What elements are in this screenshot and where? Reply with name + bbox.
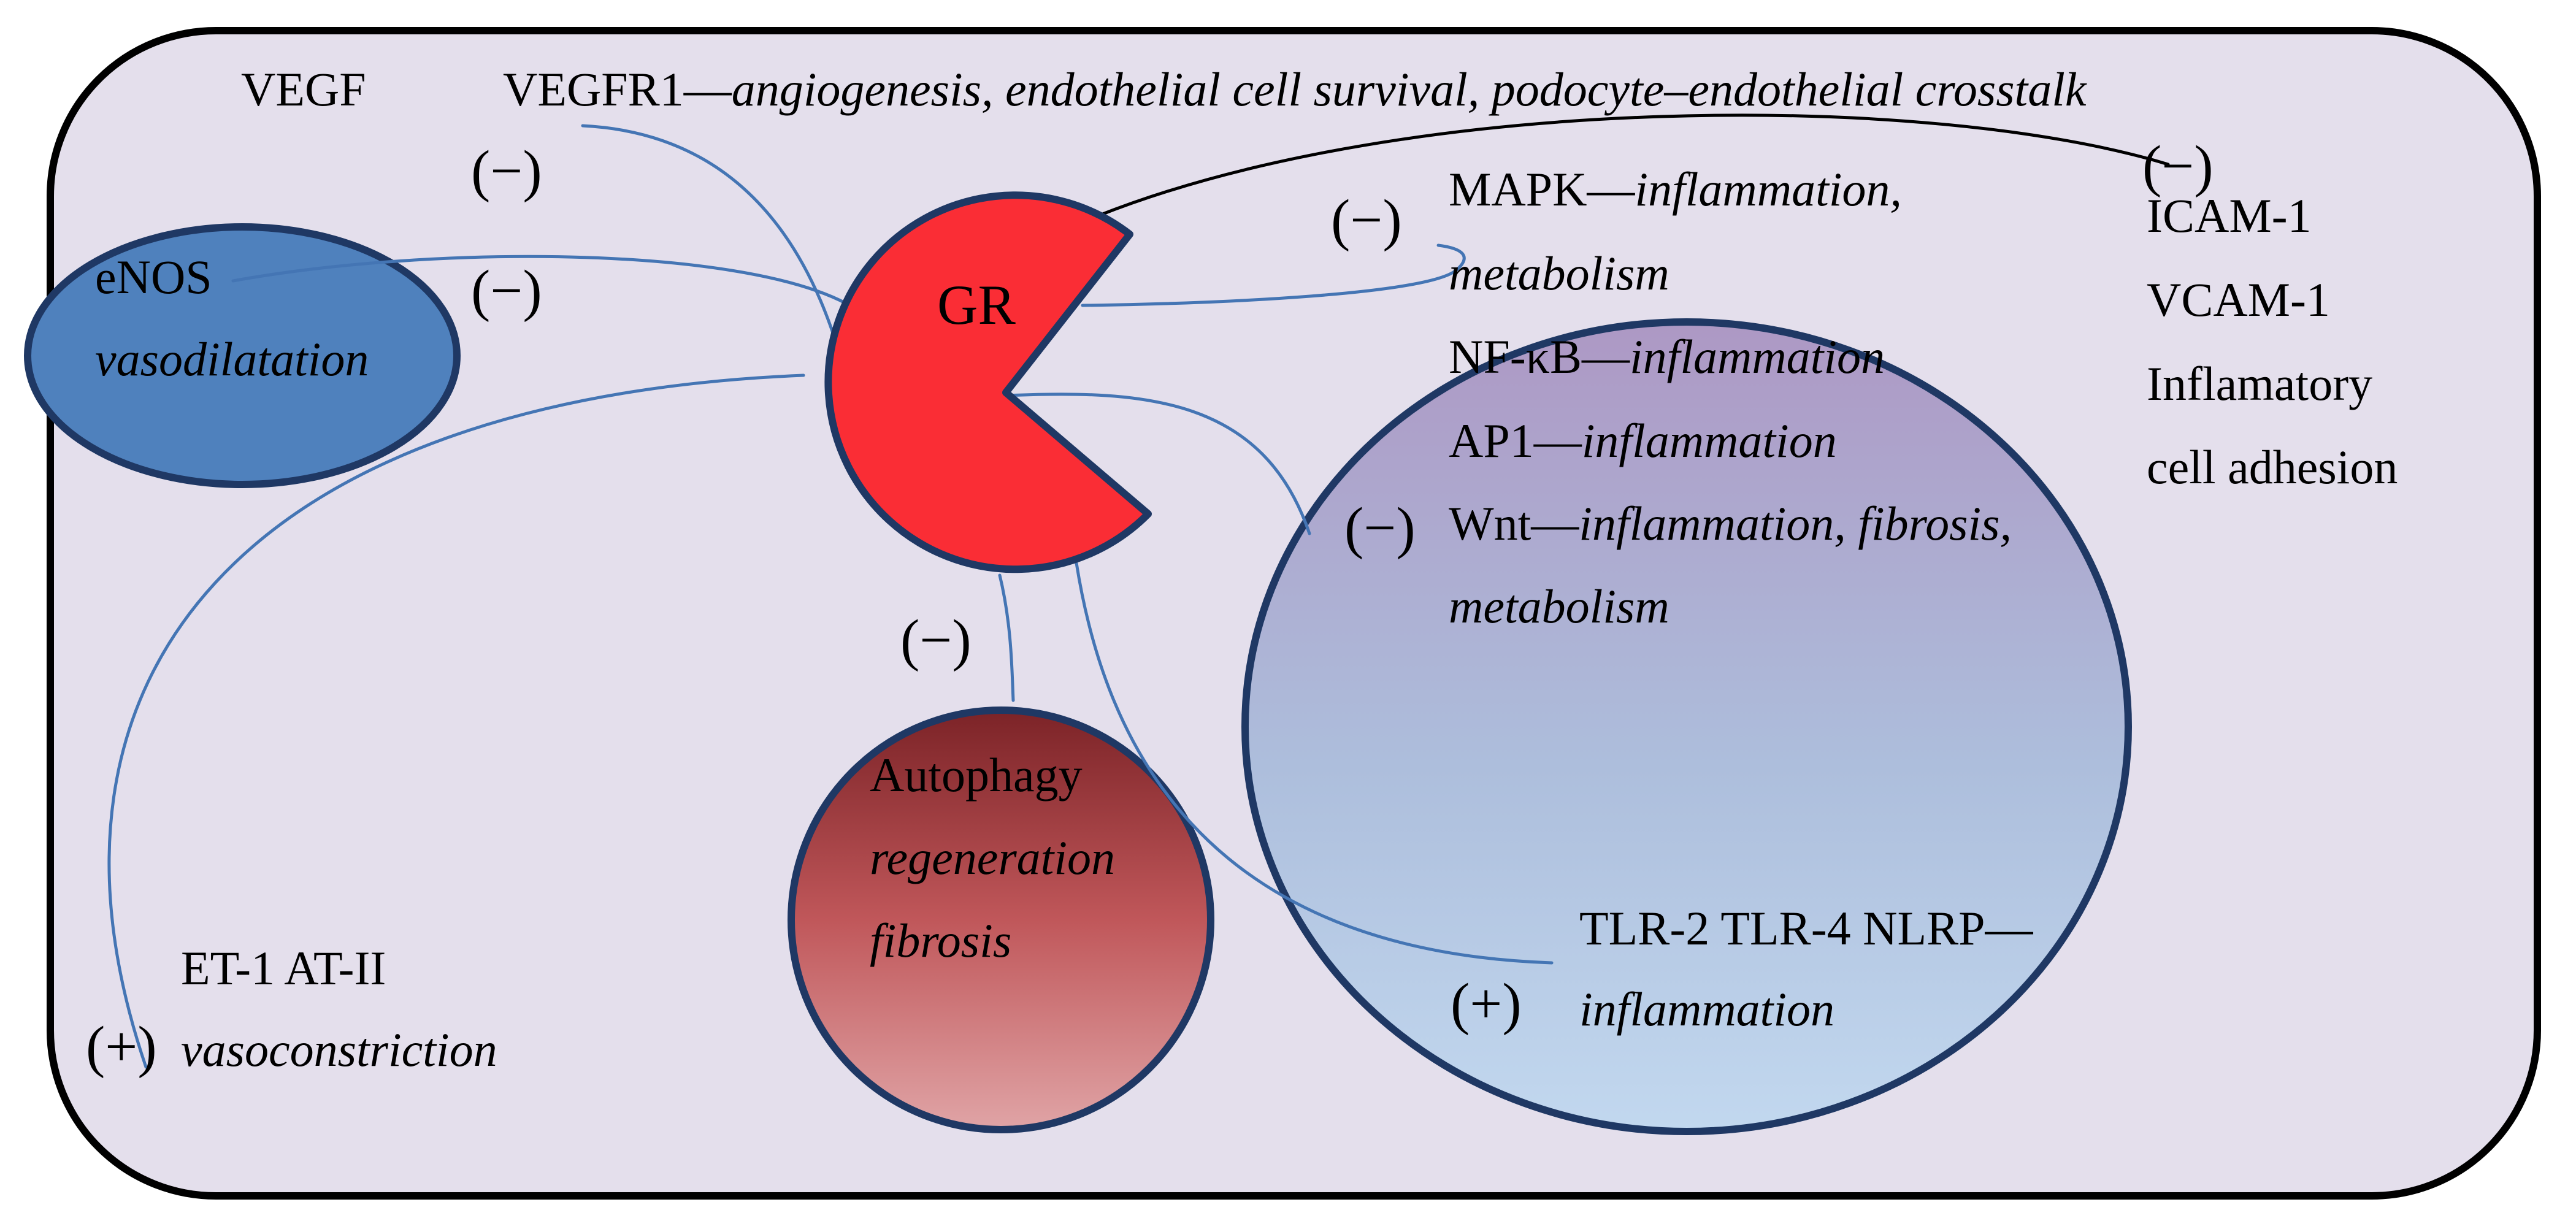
pathway-mapk-effect: inflammation, xyxy=(1635,163,1902,216)
pathway-ap1-effect: inflammation xyxy=(1582,414,1837,467)
sign-positive-tlr: (+) xyxy=(1451,972,1522,1036)
sign-positive-vasoconstriction: (+) xyxy=(86,1015,157,1079)
autophagy-circle xyxy=(788,706,1214,1133)
pathway-mapk-effect2: metabolism xyxy=(1449,247,1669,300)
cell-adhesion-label: cell adhesion xyxy=(2147,440,2398,494)
autophagy-label: Autophagy xyxy=(870,748,1083,802)
sign-negative-icam: (−) xyxy=(2142,134,2214,198)
enos-label: eNOS xyxy=(95,250,212,304)
autophagy-effect-fibrosis: fibrosis xyxy=(870,914,1011,967)
sign-negative-mapk: (−) xyxy=(1331,188,1402,252)
pathway-wnt-name: Wnt— xyxy=(1449,497,1579,550)
tlr-effect: inflammation xyxy=(1579,982,1834,1036)
link-vasoconstriction xyxy=(107,373,805,1069)
link-mapk xyxy=(1081,243,1466,307)
sign-negative-enos: (−) xyxy=(471,259,542,323)
sign-negative-autophagy: (−) xyxy=(900,608,972,672)
pathway-nfkb-name: NF-κB— xyxy=(1449,330,1630,383)
vasoconstriction-effect: vasoconstriction xyxy=(181,1023,497,1076)
autophagy-effect-regeneration: regeneration xyxy=(870,831,1115,884)
pathway-ap1: AP1—inflammation xyxy=(1449,414,1837,467)
vegf-label: VEGF xyxy=(241,63,366,116)
pathway-wnt-effect2: metabolism xyxy=(1449,580,1669,633)
vegfr1-label: VEGFR1— xyxy=(503,63,732,116)
gr-receptor xyxy=(824,191,1152,573)
vcam1-label: VCAM-1 xyxy=(2147,273,2330,326)
vasoconstrictor-label: ET-1 AT-II xyxy=(181,941,386,995)
icam1-label: ICAM-1 xyxy=(2147,189,2312,242)
link-autophagy xyxy=(998,573,1015,702)
link-tlr xyxy=(1075,561,1554,965)
pathway-mapk: MAPK—inflammation, xyxy=(1449,163,1902,216)
link-enos xyxy=(231,255,848,305)
pathway-mapk-name: MAPK— xyxy=(1449,163,1635,216)
tlr-label: TLR-2 TLR-4 NLRP— xyxy=(1579,902,2034,955)
gr-label: GR xyxy=(937,274,1016,336)
vegfr1-line: VEGFR1—angiogenesis, endothelial cell su… xyxy=(503,63,2087,116)
sign-negative-wnt: (−) xyxy=(1344,496,1416,560)
enos-effect: vasodilatation xyxy=(95,332,369,386)
signaling-pathways-circle xyxy=(1241,318,2132,1135)
pathway-ap1-name: AP1— xyxy=(1449,414,1582,467)
pathway-nfkb: NF-κB—inflammation xyxy=(1449,330,1885,383)
link-wnt xyxy=(1004,392,1311,535)
sign-negative-vegfr1: (−) xyxy=(471,139,542,203)
pathway-wnt-effect: inflammation, fibrosis, xyxy=(1579,497,2012,550)
link-icam xyxy=(1096,113,2170,218)
enos-ellipse xyxy=(24,223,461,488)
inflamatory-label: Inflamatory xyxy=(2147,357,2372,410)
vegfr1-effects: angiogenesis, endothelial cell survival,… xyxy=(732,63,2087,116)
pathway-wnt: Wnt—inflammation, fibrosis, xyxy=(1449,497,2012,550)
pathway-nfkb-effect: inflammation xyxy=(1630,330,1885,383)
